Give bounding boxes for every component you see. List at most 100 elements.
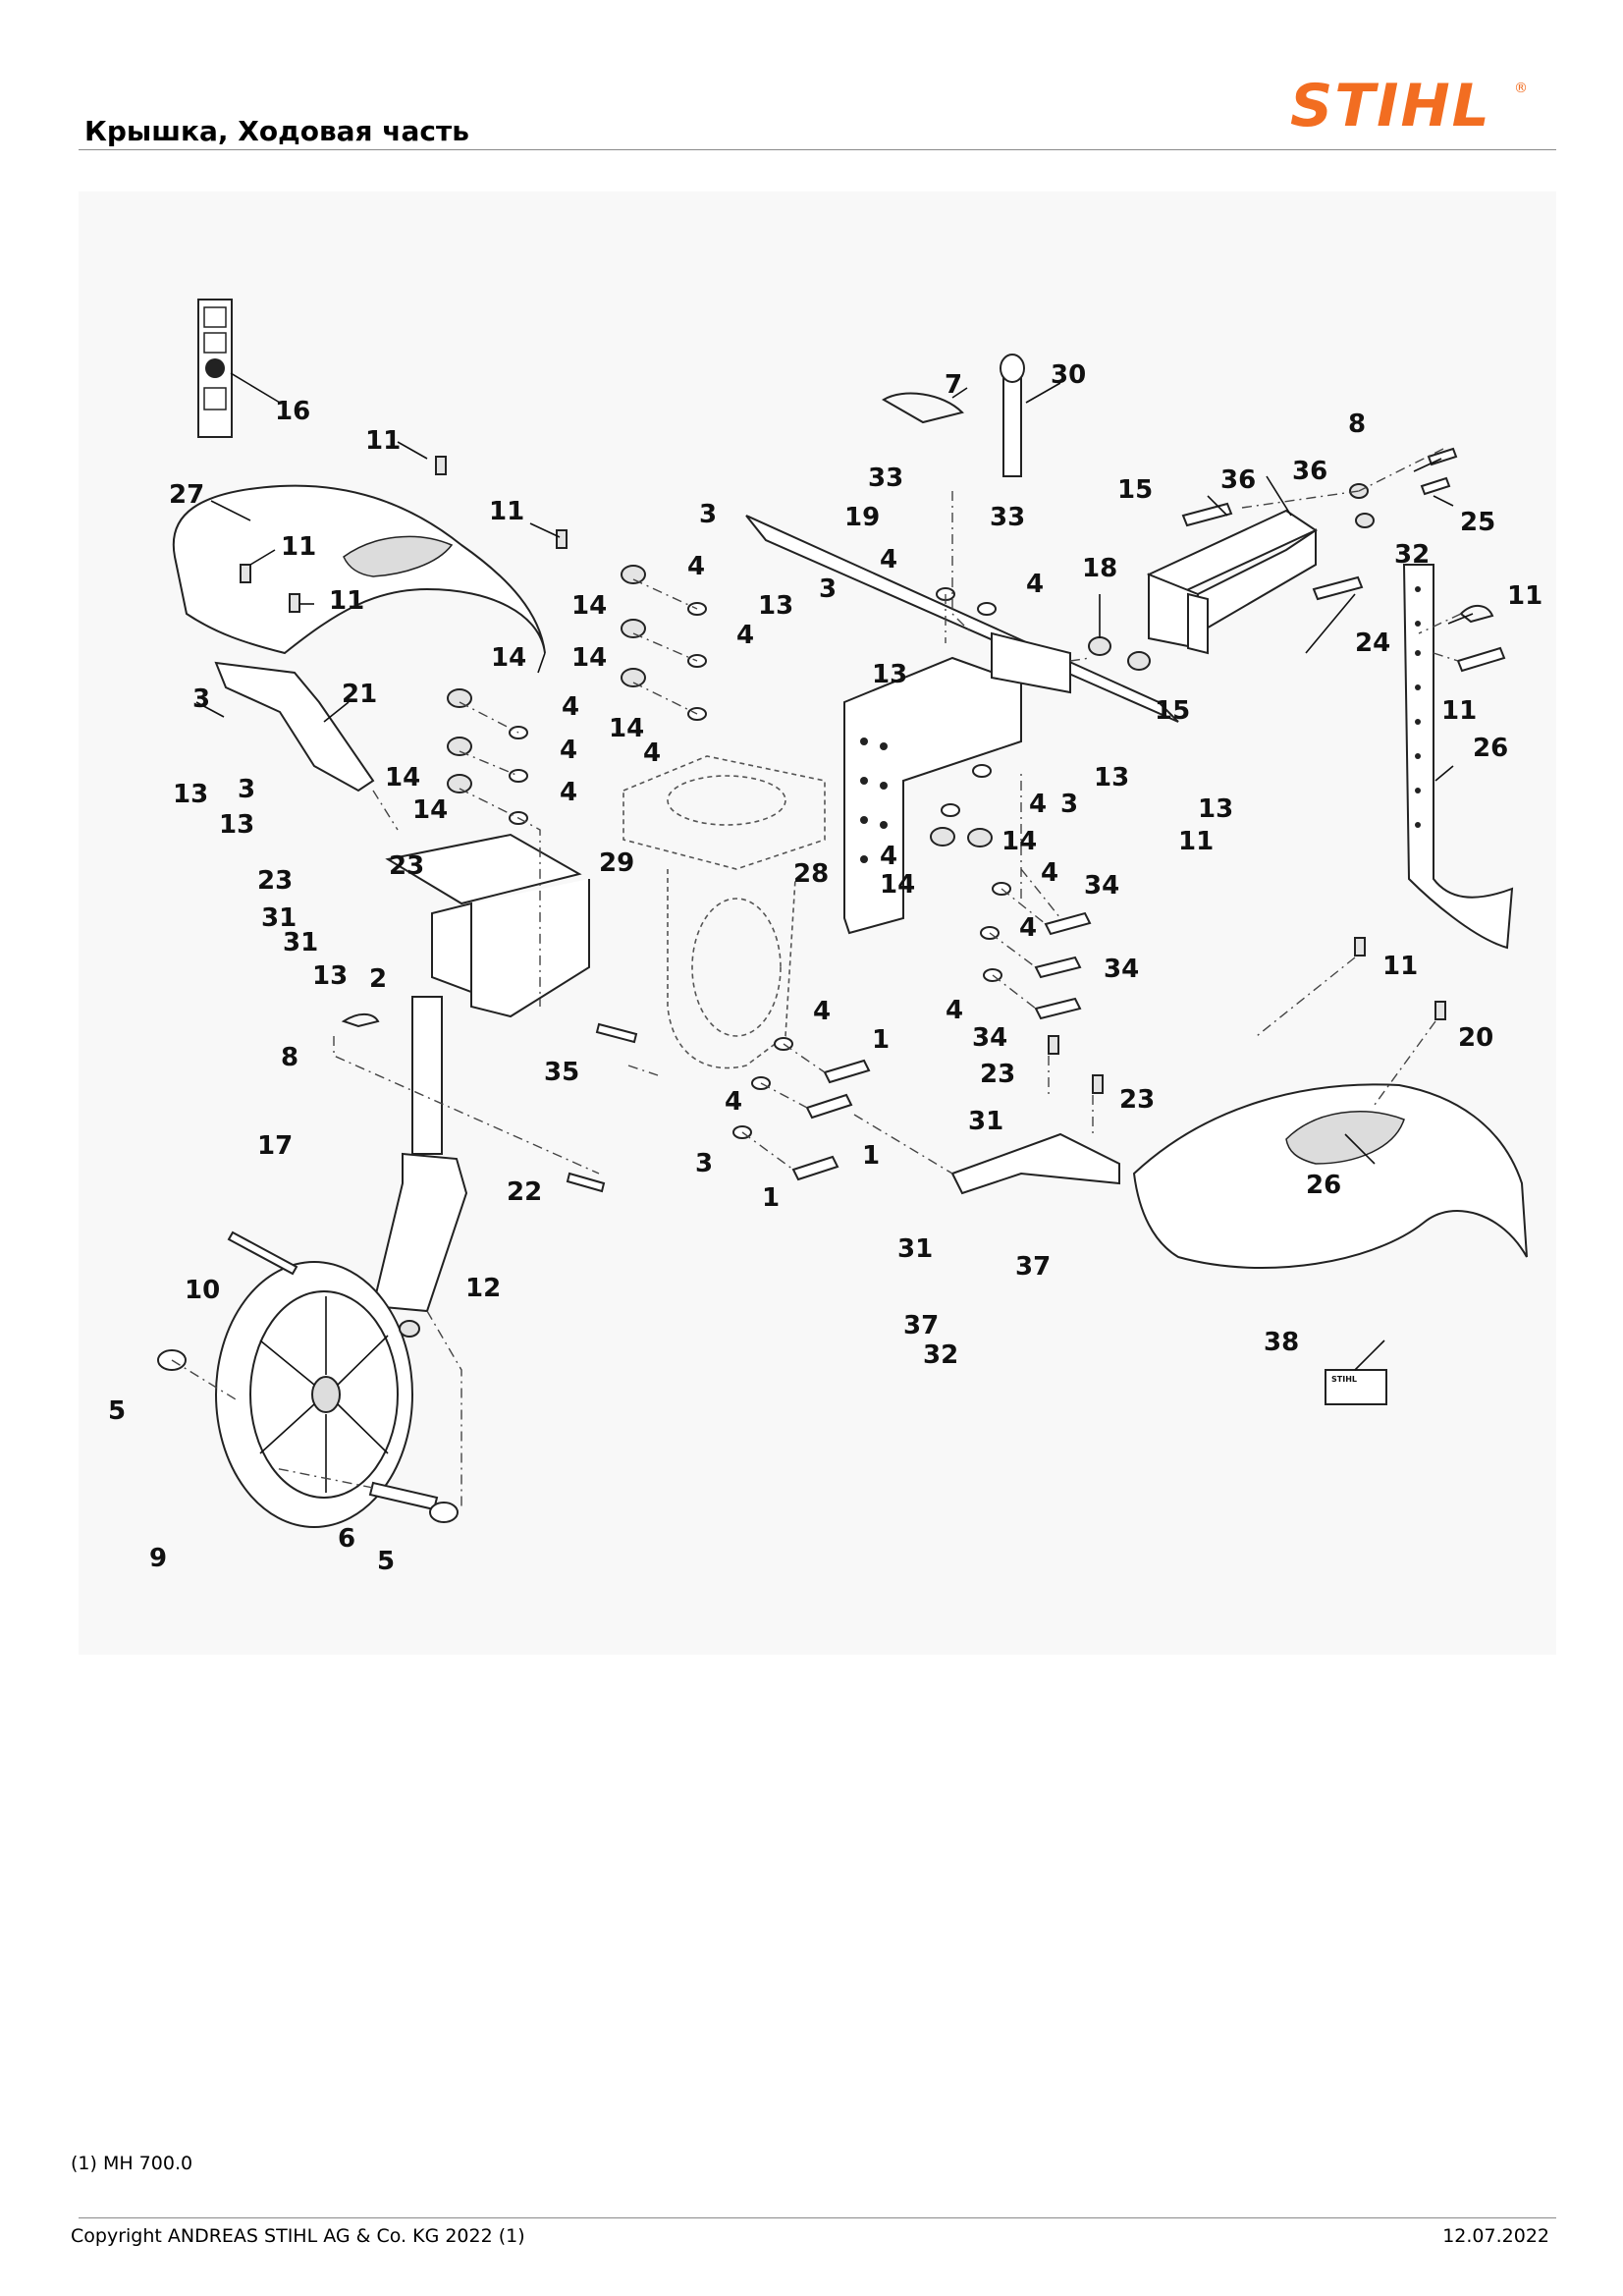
- nut-12: [399, 1320, 420, 1338]
- callout-13: 13: [312, 961, 348, 991]
- callout-11: 23: [1119, 1085, 1155, 1115]
- callout-26: 26: [1306, 1171, 1341, 1200]
- callout-4: 4: [880, 545, 897, 574]
- bolt-34: [1044, 911, 1092, 936]
- gearbox-outline: [622, 755, 826, 870]
- logo-registered-mark: ®: [1514, 81, 1528, 96]
- bolt-22: [566, 1172, 606, 1193]
- callout-14: 14: [1001, 827, 1037, 856]
- callout-22: 22: [507, 1177, 542, 1207]
- callout-36: 25: [1460, 508, 1495, 537]
- callout-6: 6: [338, 1524, 355, 1554]
- callout-4: 4: [643, 738, 661, 768]
- callout-28: 28: [793, 859, 829, 889]
- nut-37: [1088, 636, 1111, 656]
- callout-38: 38: [1264, 1328, 1299, 1357]
- callout-3: 3: [192, 684, 210, 714]
- model-footnote: (1) MH 700.0: [71, 2153, 193, 2174]
- wheel-arm-17: [411, 996, 443, 1155]
- callout-labels: 16 11 27 11 11 11 3 21 13 3 13 23 23 31 …: [108, 360, 1542, 1576]
- callout-34: 34: [972, 1023, 1007, 1053]
- callout-11: 11: [281, 532, 316, 562]
- copyright-text: Copyright ANDREAS STIHL AG & Co. KG 2022…: [71, 2225, 525, 2247]
- callout-13: 13: [872, 660, 907, 689]
- callout-4: 4: [725, 1087, 742, 1117]
- callout-32: 24: [1355, 629, 1390, 658]
- callout-11: 23: [980, 1060, 1015, 1089]
- callout-31: 32: [923, 1340, 958, 1370]
- callout-16: 16: [275, 397, 310, 426]
- bracket-20: [950, 1132, 1120, 1195]
- pin-30: [1002, 367, 1022, 477]
- callout-14: 14: [880, 870, 915, 900]
- exploded-parts-diagram: STIHL: [79, 191, 1556, 1655]
- callout-35: 35: [544, 1058, 579, 1087]
- callout-4: 3: [695, 1149, 713, 1178]
- callout-3: 3: [699, 500, 717, 529]
- clip-8: [1459, 605, 1494, 624]
- callout-17: 17: [257, 1131, 293, 1161]
- hood-right-26: [1132, 1083, 1528, 1270]
- callout-18: 36: [1220, 465, 1256, 495]
- callout-3: 3: [238, 775, 255, 804]
- callout-13: 13: [219, 810, 254, 840]
- assembly-lines: [171, 448, 1462, 1507]
- callout-4: 4: [1041, 858, 1058, 888]
- page-title: Крышка, Ходовая часть: [84, 115, 469, 147]
- callout-11: 11: [489, 497, 524, 526]
- callout-20: 31: [968, 1107, 1003, 1136]
- callout-4: 4: [736, 621, 754, 650]
- callout-24: 26: [1473, 734, 1508, 763]
- leader-lines: [195, 372, 1474, 1371]
- callout-14: 14: [412, 795, 448, 825]
- spring-clip-7: [882, 392, 964, 424]
- stihl-logo: STIHL ®: [1286, 71, 1532, 140]
- callout-14: 14: [385, 763, 420, 793]
- callout-34: 34: [1084, 871, 1119, 901]
- callout-4: 4: [1029, 790, 1047, 819]
- callout-4: 4: [1019, 913, 1037, 943]
- callout-23: 23: [389, 851, 424, 881]
- callout-21: 21: [342, 680, 377, 709]
- logo-wordmark: STIHL: [1290, 72, 1491, 137]
- callout-11: 11: [1382, 952, 1418, 981]
- screw-group-11: [240, 456, 1446, 1094]
- callout-14: 14: [609, 714, 644, 743]
- callout-4: 4: [560, 778, 577, 807]
- callout-23: 37: [1015, 1252, 1051, 1282]
- callout-7: 7: [945, 370, 962, 400]
- footer-divider: [79, 2217, 1556, 2218]
- callout-27: 27: [169, 480, 204, 510]
- bracket-21: [214, 661, 375, 793]
- callout-23: 23: [257, 866, 293, 896]
- type-plate-text: STIHL: [1331, 1375, 1357, 1384]
- callout-11: 20: [1458, 1023, 1493, 1053]
- callout-25: 11: [1441, 696, 1477, 726]
- callout-15: 32: [1394, 540, 1430, 570]
- axle-6: [368, 1481, 439, 1511]
- callout-5: 5: [377, 1547, 395, 1576]
- callout-1: 1: [872, 1025, 890, 1055]
- callout-11: 11: [365, 426, 401, 456]
- callout-13: 13: [758, 591, 793, 621]
- callout-32: 15: [1117, 475, 1153, 505]
- callout-8: 11: [1507, 581, 1542, 611]
- callout-11: 11: [329, 586, 364, 616]
- callout-5: 5: [108, 1396, 126, 1426]
- callout-37: 15: [1155, 696, 1190, 726]
- header-divider: [79, 149, 1556, 150]
- callout-37: 18: [1082, 554, 1117, 583]
- callout-3: 13: [1198, 794, 1233, 824]
- callout-4: 4: [687, 552, 705, 581]
- part-drawings: STIHL: [157, 299, 1528, 1528]
- callout-12: 12: [465, 1274, 501, 1303]
- callout-8: 8: [281, 1043, 298, 1072]
- callout-15: 36: [1292, 457, 1327, 486]
- document-date: 12.07.2022: [1442, 2225, 1549, 2247]
- callout-13: 13: [173, 780, 208, 809]
- callout-33: 33: [990, 503, 1025, 532]
- bolt-10: [227, 1230, 298, 1276]
- callout-14: 14: [571, 591, 607, 621]
- callout-14: 14: [571, 643, 607, 673]
- callout-23: 31: [897, 1234, 933, 1264]
